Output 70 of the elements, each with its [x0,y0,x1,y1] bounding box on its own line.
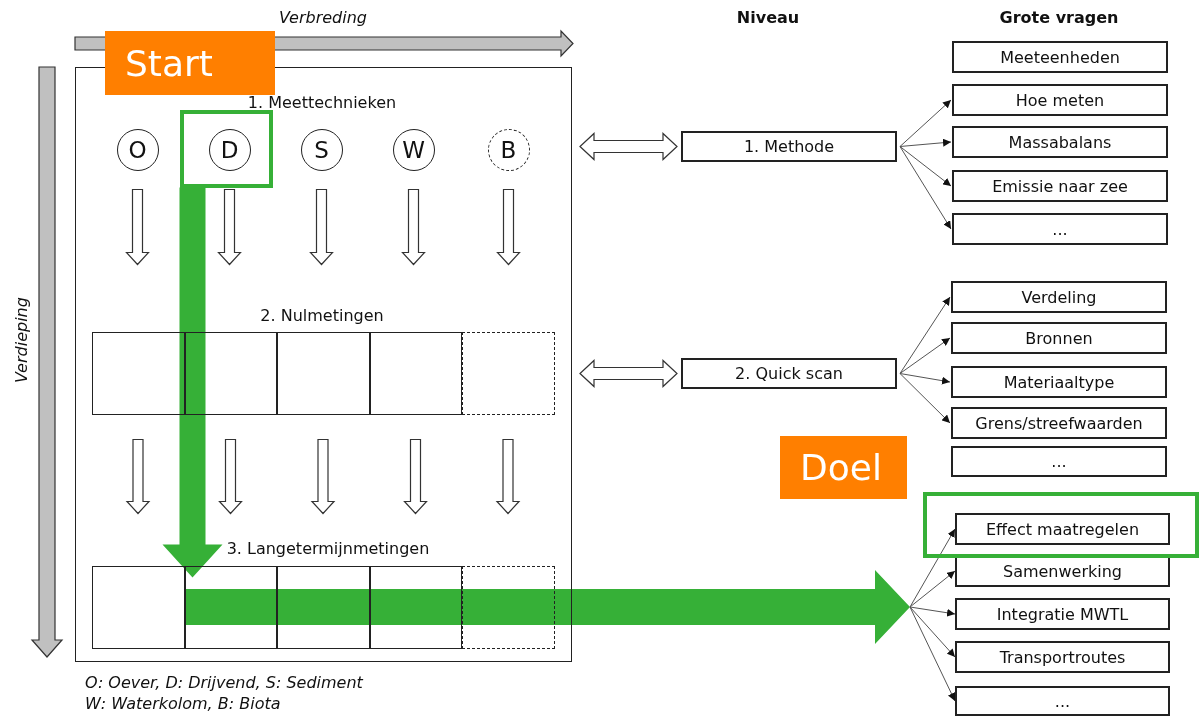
block-arrow [403,438,428,515]
arrow [899,296,951,374]
grid-cell [276,565,370,649]
arrow [899,373,951,424]
category-circle: B [487,128,530,171]
arrow [899,138,952,147]
question-box: Meeteenheden [952,41,1168,73]
category-circle: D [208,128,251,171]
arrow [909,606,956,658]
block-arrow [401,188,426,266]
arrow [899,146,952,187]
question-box: Bronnen [951,322,1167,354]
legend-text: O: Oever, D: Drijvend, S: Sediment [85,675,363,691]
block-arrow [310,438,336,515]
grid-cell [91,565,185,649]
grid-cell [369,331,462,415]
section-heading: 2. Nulmetingen [260,308,384,324]
arrow [899,373,951,385]
grid-cell [276,331,370,415]
callout-tag: Start [105,31,275,95]
highlight-arrow [162,187,223,578]
arrow [899,146,952,230]
level-box: 2. Quick scan [681,358,897,389]
block-arrow [125,188,150,266]
block-arrow [125,438,151,515]
question-box: ... [951,446,1167,477]
highlight-arrow [184,570,910,644]
question-box: Verdeling [951,281,1167,313]
block-arrow [579,132,678,161]
question-box: Effect maatregelen [955,513,1170,545]
arrow [909,606,956,702]
arrow [909,606,956,617]
question-box: Massabalans [952,126,1168,158]
column-heading: Grote vragen [999,10,1119,26]
block-arrow [309,188,334,266]
question-box: Grens/streefwaarden [951,407,1167,439]
question-box: Hoe meten [952,84,1168,116]
category-circle: W [392,128,435,171]
level-box: 1. Methode [681,131,897,162]
grid-cell [369,565,462,649]
highlight-frame [179,109,273,188]
grid-cell [91,331,185,415]
legend-text: W: Waterkolom, B: Biota [85,696,281,712]
axis-label: Verbreding [279,10,367,26]
grid-cell [461,331,555,415]
category-circle: S [300,128,343,171]
grid-cell [184,565,277,649]
question-box: Integratie MWTL [955,598,1170,630]
arrow [909,528,956,608]
arrow [899,337,951,374]
block-arrow [579,359,678,388]
section-heading: 1. Meettechnieken [247,95,397,111]
question-box: ... [955,686,1170,716]
question-box: ... [952,213,1168,245]
question-box: Transportroutes [955,641,1170,673]
block-arrow [495,438,521,515]
block-arrow [496,188,521,266]
block-arrow [217,188,242,266]
arrow [909,570,956,608]
grid-cell [184,331,277,415]
column-heading: Niveau [736,10,800,26]
question-box: Materiaaltype [951,366,1167,398]
section-heading: 3. Langetermijnmetingen [226,541,430,557]
block-arrow [218,438,243,515]
callout-tag: Doel [780,436,907,499]
category-circle: O [116,128,159,171]
arrow [899,99,952,147]
question-box: Emissie naar zee [952,170,1168,202]
axis-label: Verdieping [14,297,30,383]
highlight-frame [923,492,1199,558]
